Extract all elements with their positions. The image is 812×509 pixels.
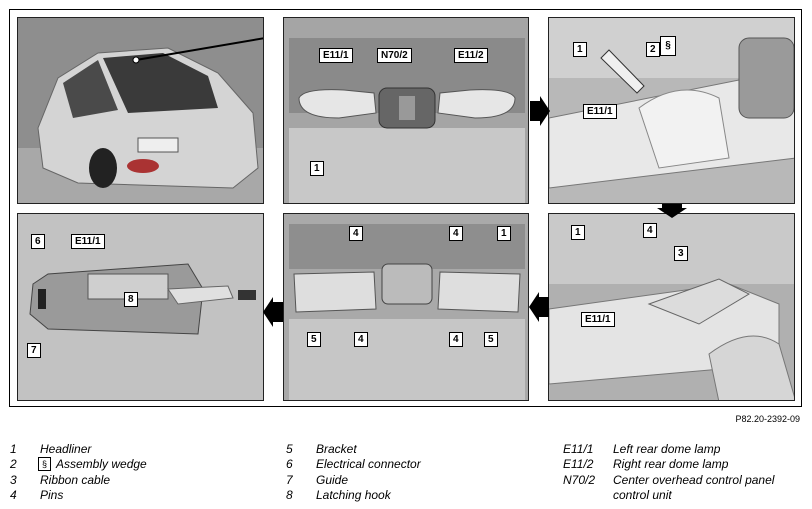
callout-label: 1 xyxy=(310,161,324,176)
legend-item: control unit xyxy=(613,488,672,503)
callout-label: 7 xyxy=(27,343,41,358)
callout-label: 5 xyxy=(307,332,321,347)
callout-label: N70/2 xyxy=(377,48,412,63)
callout-label: 1 xyxy=(571,225,585,240)
callout-label: 1 xyxy=(497,226,511,241)
ribbon-cable-illustration xyxy=(549,214,794,400)
callout-label: E11/2 xyxy=(454,48,488,63)
arrow-left-icon xyxy=(529,292,549,322)
callout-label: E11/1 xyxy=(583,104,617,119)
figure-reference: P82.20-2392-09 xyxy=(735,414,800,424)
callout-label: 6 xyxy=(31,234,45,249)
panel-ribbon-cable-view: 1 4 3 E11/1 xyxy=(548,213,795,401)
panel-dome-lamps-view: E11/1 N70/2 E11/2 1 xyxy=(283,17,529,204)
removed-lamp-illustration xyxy=(18,214,263,400)
legend-item: 2§Assembly wedge xyxy=(10,457,147,472)
callout-label: E11/1 xyxy=(319,48,353,63)
callout-label: 2 xyxy=(646,42,660,57)
car-illustration xyxy=(18,18,263,203)
callout-label: 8 xyxy=(124,292,138,307)
callout-label: 4 xyxy=(643,223,657,238)
callout-label: E11/1 xyxy=(71,234,105,249)
panel-brackets-view: 4 4 1 5 4 4 5 xyxy=(283,213,529,401)
callout-label: 5 xyxy=(484,332,498,347)
callout-label: E11/1 xyxy=(581,312,615,327)
assembly-wedge-icon: § xyxy=(38,457,51,472)
callout-label: 4 xyxy=(354,332,368,347)
callout-label: 4 xyxy=(349,226,363,241)
panel-car-view xyxy=(17,17,264,204)
callout-label: 4 xyxy=(449,226,463,241)
arrow-left-icon xyxy=(263,297,283,327)
panel-lamp-removed-view: 6 E11/1 8 7 xyxy=(17,213,264,401)
brackets-illustration xyxy=(284,214,528,400)
headliner-illustration xyxy=(284,18,528,203)
callout-label: 4 xyxy=(449,332,463,347)
panel-wedge-view: 1 2 § E11/1 xyxy=(548,17,795,204)
assembly-wedge-icon: § xyxy=(660,36,676,56)
callout-label: 3 xyxy=(674,246,688,261)
callout-label: 1 xyxy=(573,42,587,57)
arrow-right-icon xyxy=(530,96,550,126)
arrow-down-icon xyxy=(657,204,687,218)
